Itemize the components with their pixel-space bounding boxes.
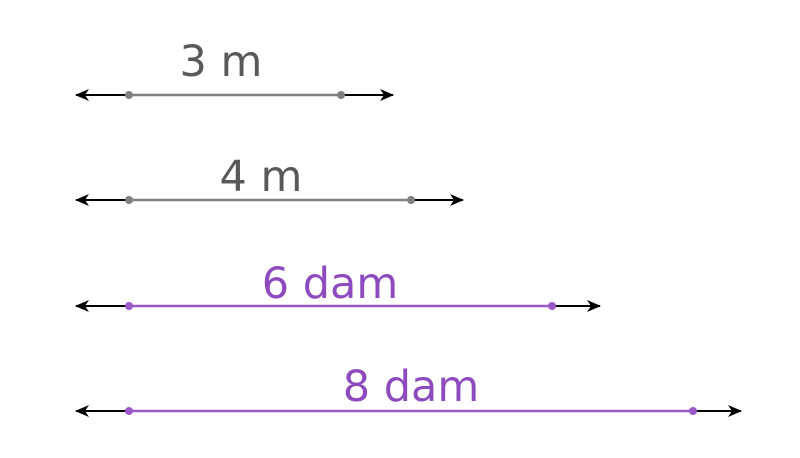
segment-start-point bbox=[125, 302, 133, 310]
segment-start-point bbox=[125, 196, 133, 204]
segment-start-point bbox=[125, 407, 133, 415]
segment-end-point bbox=[337, 91, 345, 99]
segment-label: 6 dam bbox=[262, 259, 399, 309]
segment-label: 3 m bbox=[180, 37, 263, 87]
segment-label: 4 m bbox=[220, 152, 303, 202]
segment-end-point bbox=[689, 407, 697, 415]
segment-end-point bbox=[407, 196, 415, 204]
segment-row-4: 8 dam bbox=[75, 362, 742, 417]
segment-end-point bbox=[548, 302, 556, 310]
segment-row-3: 6 dam bbox=[75, 259, 601, 312]
segment-row-2: 4 m bbox=[75, 152, 464, 206]
segment-row-1: 3 m bbox=[75, 37, 394, 101]
segment-start-point bbox=[125, 91, 133, 99]
segment-label: 8 dam bbox=[343, 362, 480, 412]
